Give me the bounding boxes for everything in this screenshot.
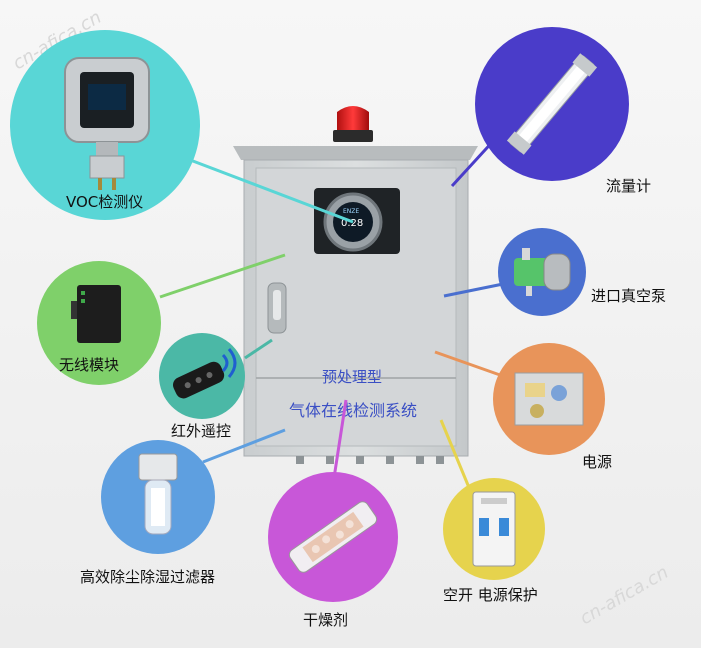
wireless-module-icon xyxy=(71,285,121,343)
desiccant-icon xyxy=(288,501,378,573)
line-filter xyxy=(202,428,286,464)
power-supply-icon xyxy=(514,372,584,426)
flowmeter-label: 流量计 xyxy=(606,177,652,195)
line-pump xyxy=(443,281,509,298)
detector-brand: ENZE xyxy=(343,208,360,215)
wireless-label: 无线模块 xyxy=(59,356,120,374)
line-desiccant xyxy=(332,399,348,479)
cabinet-door xyxy=(255,167,457,447)
cabinet-title-line2: 气体在线检测系统 xyxy=(289,401,418,420)
filter-label: 高效除尘除湿过滤器 xyxy=(80,568,216,586)
door-handle-grip xyxy=(273,290,281,320)
breaker-icon xyxy=(472,491,516,567)
desiccant-circle xyxy=(268,472,398,602)
remote-circle xyxy=(159,333,245,419)
remote-label: 红外遥控 xyxy=(171,422,232,440)
cabinet-roof xyxy=(233,146,478,160)
cabinet-title-line1: 预处理型 xyxy=(322,368,383,386)
breaker-circle xyxy=(443,478,545,580)
line-power xyxy=(434,350,501,377)
remote-control-icon xyxy=(172,348,237,399)
line-voc xyxy=(184,156,354,224)
line-wireless xyxy=(159,253,286,299)
detector-reading: 0.28 xyxy=(341,218,364,229)
line-breaker xyxy=(439,419,472,491)
cable-glands xyxy=(296,456,444,464)
filter-icon xyxy=(138,453,178,535)
power-label: 电源 xyxy=(582,453,613,471)
filter-circle xyxy=(101,440,215,554)
voc-detector-icon xyxy=(64,57,150,190)
breaker-label: 空开 电源保护 xyxy=(443,586,538,604)
desiccant-label: 干燥剂 xyxy=(303,611,349,629)
voc-detector-circle xyxy=(10,30,200,220)
pump-icon xyxy=(514,248,571,296)
alarm-lamp xyxy=(333,106,373,142)
power-circle xyxy=(493,343,605,455)
pump-label: 进口真空泵 xyxy=(591,287,667,305)
wireless-circle xyxy=(37,261,161,385)
line-remote xyxy=(244,338,273,360)
pump-circle xyxy=(498,228,586,316)
flowmeter-circle xyxy=(475,27,629,181)
flowmeter-icon xyxy=(506,53,598,155)
voc-detector-label: VOC检测仪 xyxy=(66,193,144,211)
